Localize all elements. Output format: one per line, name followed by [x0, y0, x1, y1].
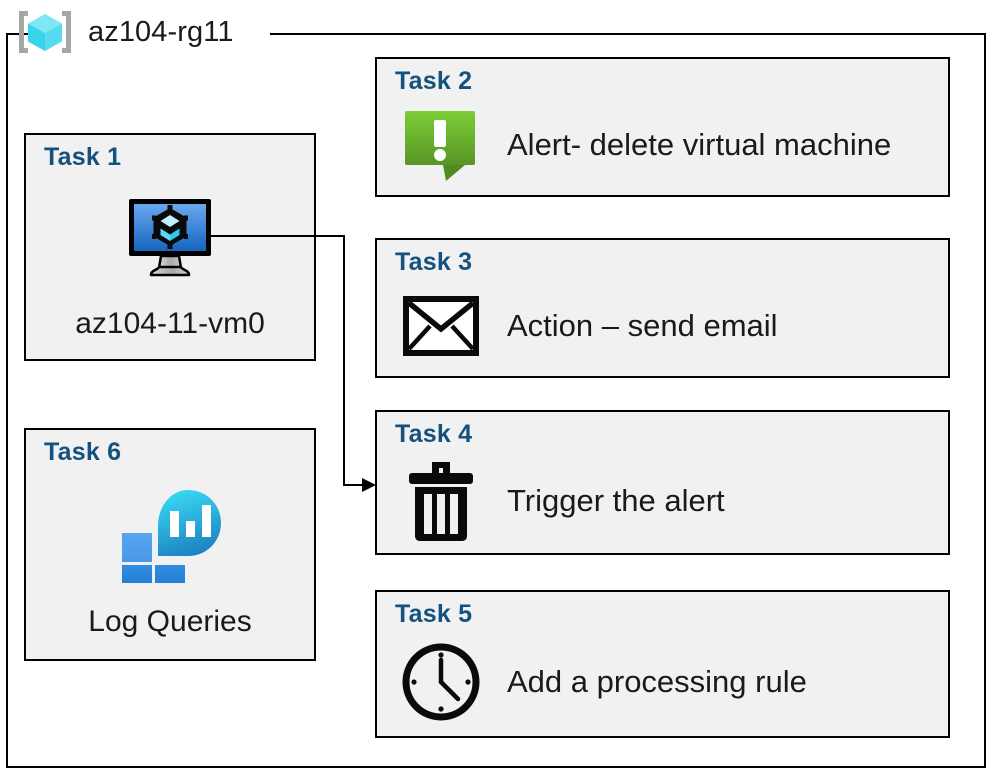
task-title: Task 4: [395, 420, 473, 448]
task-title: Task 2: [395, 67, 473, 95]
alert-exclamation-icon: [405, 111, 475, 181]
task-icon-wrapper: [116, 486, 224, 583]
connector-arrowhead-icon: [362, 478, 376, 492]
task-label: Alert- delete virtual machine: [507, 127, 892, 162]
connector-segment-vertical: [343, 235, 345, 485]
resource-group-border-left: [6, 33, 8, 768]
task-card-task2[interactable]: Task 2 Alert- delete virtual machin: [375, 57, 950, 197]
task-icon-wrapper: [399, 641, 483, 723]
task-icon-wrapper: [399, 459, 483, 543]
clock-icon: [402, 643, 480, 721]
resource-group-border-right: [984, 33, 986, 768]
task-title: Task 1: [44, 143, 122, 171]
task-icon-wrapper: [399, 108, 483, 182]
task-title: Task 5: [395, 600, 473, 628]
resource-group-border-bottom: [6, 766, 986, 768]
azure-resource-group-icon: [19, 11, 71, 53]
envelope-icon: [403, 296, 479, 356]
task-label: az104-11-vm0: [75, 306, 265, 340]
task-card-task5[interactable]: Task 5 Add a processing rule: [375, 590, 950, 738]
resource-group-name: az104-rg11: [88, 15, 234, 48]
trash-can-icon: [409, 461, 473, 541]
azure-log-analytics-icon: [122, 489, 221, 583]
task-card-task3[interactable]: Task 3 Action – send email: [375, 238, 950, 378]
task-card-task6[interactable]: Task 6: [24, 428, 316, 661]
connector-segment-horizontal-top: [208, 235, 345, 237]
resource-group-header: az104-rg11: [14, 4, 234, 60]
connector-segment-horizontal-bottom: [343, 484, 369, 486]
task-card-task1[interactable]: Task 1: [24, 133, 316, 361]
task-icon-wrapper: [399, 295, 483, 357]
task-icon-wrapper: [123, 190, 217, 286]
task-card-task4[interactable]: Task 4 Trigger the alert: [375, 410, 950, 555]
task-label: Log Queries: [88, 605, 252, 639]
task-label: Action – send email: [507, 308, 778, 343]
task-label: Add a processing rule: [507, 664, 807, 699]
azure-virtual-machine-icon: [129, 198, 211, 276]
resource-group-border-top-right: [270, 33, 986, 35]
task-label: Trigger the alert: [507, 482, 725, 518]
task-title: Task 6: [44, 438, 122, 466]
task-title: Task 3: [395, 248, 473, 276]
